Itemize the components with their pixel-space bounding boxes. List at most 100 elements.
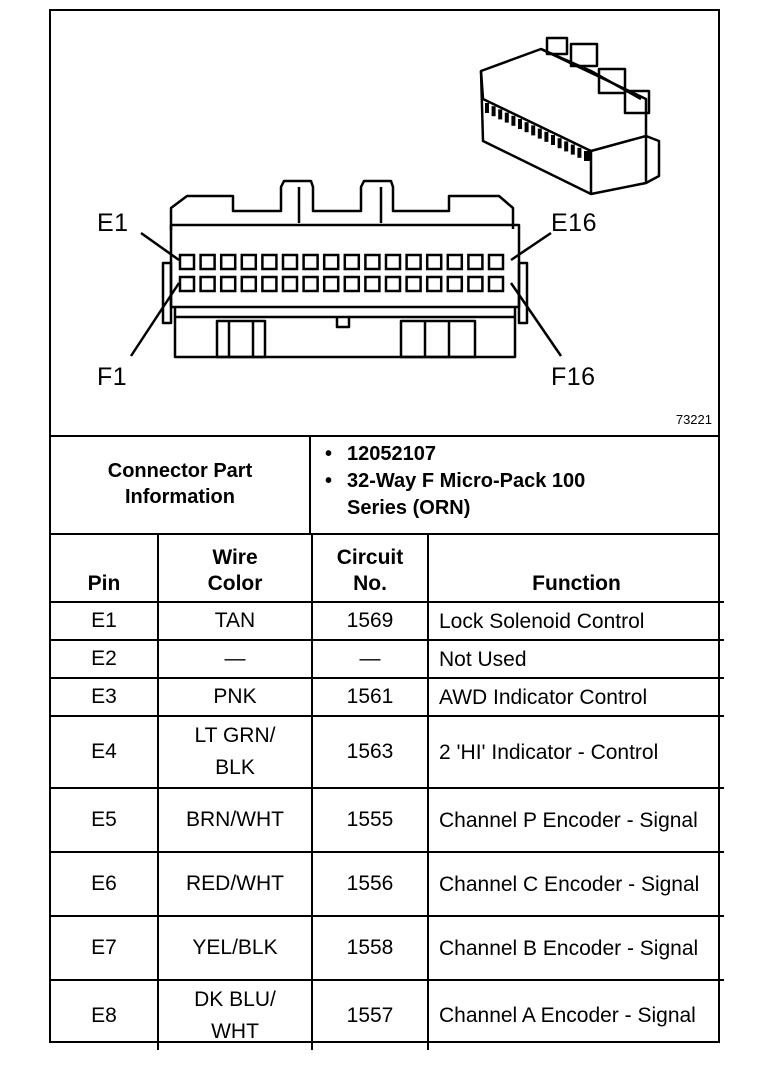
table-row: E2 — — Not Used [51, 639, 724, 679]
wire-color-cell: — [157, 639, 313, 679]
pin-cell: E4 [51, 715, 159, 789]
perspective-slot [544, 131, 549, 142]
pin-cavity [199, 275, 216, 293]
pin-label-f1: F1 [97, 363, 128, 391]
pin-cavity [178, 253, 196, 271]
connector-diagram: E1 E16 F1 F16 73221 [51, 11, 718, 437]
table-row: E7 YEL/BLK 1558 Channel B Encoder - Signal [51, 915, 724, 981]
perspective-slot [577, 147, 582, 158]
table-row: E3 PNK 1561 AWD Indicator Control [51, 677, 724, 717]
pin-cell-text: E5 [91, 808, 117, 831]
pin-cavities [178, 253, 505, 293]
pin-cell-text: E6 [91, 872, 117, 895]
wire-color-cell-text: — [224, 647, 246, 670]
pin-cell-text: E3 [91, 685, 117, 708]
wire-color-cell-text: DK BLU/ WHT [194, 987, 276, 1043]
pin-cell: E2 [51, 639, 159, 679]
perspective-slot [511, 115, 516, 126]
pin-cavity [322, 275, 340, 293]
function-cell-text: Channel A Encoder - Signal [439, 1004, 696, 1027]
circuit-cell-text: 1556 [346, 872, 394, 895]
perspective-slot [491, 106, 496, 117]
function-cell-text: Channel B Encoder - Signal [439, 936, 699, 960]
info-item-part-number: • 12052107 [311, 441, 711, 468]
function-cell-text: AWD Indicator Control [439, 685, 648, 709]
pin-cavity [343, 275, 361, 293]
perspective-slot [584, 151, 588, 161]
pin-cell-text: E1 [91, 609, 117, 632]
pin-cavity [302, 275, 319, 293]
function-cell: Not Used [427, 639, 724, 679]
pin-cavity [281, 275, 299, 293]
pin-cavity [240, 275, 258, 293]
pin-label-f16: F16 [551, 363, 596, 391]
function-cell: Channel C Encoder - Signal [427, 851, 724, 917]
pin-cell: E3 [51, 677, 159, 717]
pin-cell: E7 [51, 915, 159, 981]
header-pin: Pin [51, 533, 159, 603]
function-cell-text: Lock Solenoid Control [439, 609, 645, 633]
connector-part-info: Connector Part Information • 12052107 • … [51, 435, 718, 535]
wire-color-cell-text: LT GRN/ BLK [194, 724, 276, 779]
function-cell-text: Channel P Encoder - Signal [439, 808, 698, 832]
table-row: E4 LT GRN/ BLK 1563 2 'HI' Indicator - Cont… [51, 715, 724, 789]
pin-cavity [364, 253, 381, 271]
function-cell: AWD Indicator Control [427, 677, 724, 717]
header-circuit-text: Circuit No. [336, 546, 404, 595]
circuit-cell: 1556 [311, 851, 429, 917]
pin-cavity [467, 275, 484, 293]
bullet-icon: • [325, 443, 333, 465]
circuit-cell-text: 1563 [346, 740, 394, 763]
f1-leader-line [129, 282, 181, 357]
pin-cavity [261, 275, 278, 293]
perspective-slot [557, 138, 562, 149]
header-wire-color-text: Wire Color [207, 546, 263, 595]
perspective-slot [518, 119, 522, 129]
pin-cavity [302, 253, 319, 271]
function-cell: Lock Solenoid Control [427, 601, 724, 641]
circuit-cell-text: 1561 [346, 685, 394, 708]
connector-sheet: E1 E16 F1 F16 73221 Connector Part Infor… [49, 9, 724, 1050]
pin-cavity [178, 275, 196, 293]
wire-color-cell: TAN [157, 601, 313, 641]
pin-cavity [405, 253, 422, 271]
pin-cavity [322, 253, 340, 271]
pin-cell-text: E7 [91, 936, 117, 959]
pin-cell-text: E8 [91, 1003, 117, 1027]
perspective-slot [485, 103, 489, 113]
function-cell-text: Not Used [439, 647, 527, 671]
function-cell-text: Channel C Encoder - Signal [439, 872, 700, 896]
wire-color-cell-text: PNK [213, 685, 257, 708]
circuit-cell: 1557 [311, 979, 429, 1050]
header-function: Function [427, 533, 724, 603]
wire-color-cell: YEL/BLK [157, 915, 313, 981]
pin-cell: E5 [51, 787, 159, 853]
header-wire-color: Wire Color [157, 533, 313, 603]
pin-cavity [487, 275, 505, 293]
table-header-row: Pin Wire Color Circuit No. Function [51, 533, 724, 603]
perspective-slot [531, 125, 536, 136]
info-item-description: • 32-Way F Micro-Pack 100 Series (ORN) [311, 468, 711, 522]
circuit-cell: 1561 [311, 677, 429, 717]
pin-cavity [446, 253, 464, 271]
connector-info-label: Connector Part Information [107, 460, 253, 508]
perspective-slot [570, 144, 575, 155]
perspective-pin-slots [485, 103, 588, 161]
function-cell: 2 'HI' Indicator - Control [427, 715, 724, 789]
pin-cavity [425, 275, 443, 293]
figure-number: 73221 [675, 412, 712, 427]
e16-leader-line [510, 231, 552, 262]
circuit-cell: 1558 [311, 915, 429, 981]
circuit-cell-text: — [359, 647, 381, 670]
connector-perspective-view [479, 36, 661, 196]
function-cell: Channel P Encoder - Signal [427, 787, 724, 853]
pin-cavity [281, 253, 299, 271]
part-number: 12052107 [347, 443, 436, 465]
function-cell-text: 2 'HI' Indicator - Control [439, 740, 659, 764]
circuit-cell-text: 1558 [346, 936, 394, 959]
pin-cavity [364, 275, 381, 293]
